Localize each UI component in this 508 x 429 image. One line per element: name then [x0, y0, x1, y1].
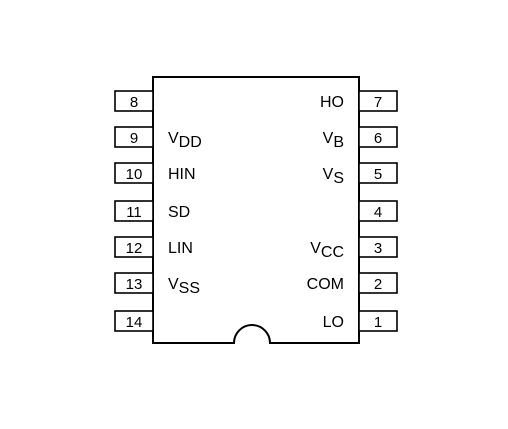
pin-label-vdd: VDD	[168, 130, 202, 151]
pin-box	[358, 236, 398, 258]
left-pin-9: 9 VDD	[114, 126, 202, 151]
pin-label-vb: VB	[323, 130, 344, 151]
pin-number: 10	[126, 166, 143, 183]
pin-label-sd: SD	[168, 204, 190, 221]
pin-number: 8	[130, 94, 138, 111]
right-pin-7: 7 HO	[320, 90, 398, 112]
pin-box	[114, 272, 154, 294]
right-pin-2: 2 COM	[307, 272, 398, 294]
left-pin-10: 10 HIN	[114, 162, 196, 184]
pin-label-hin: HIN	[168, 166, 196, 183]
pin-number: 13	[126, 276, 143, 293]
pin-label-vs: VS	[323, 166, 344, 187]
pin-number: 7	[374, 94, 382, 111]
pin-number: 9	[130, 130, 138, 147]
pin-label-vcc: VCC	[310, 240, 344, 261]
pin-box	[114, 200, 154, 222]
pin-number: 6	[374, 130, 382, 147]
pin-label-vss: VSS	[168, 276, 200, 297]
ic-package-body	[152, 76, 360, 344]
pin-label-lin: LIN	[168, 240, 193, 257]
right-pin-5: 5 VS	[323, 162, 398, 187]
pin-box	[358, 200, 398, 222]
left-pin-8: 8	[114, 90, 154, 112]
left-pin-12: 12 LIN	[114, 236, 193, 258]
pin-number: 12	[126, 240, 143, 257]
pin-box	[114, 236, 154, 258]
pin-label-ho: HO	[320, 94, 344, 111]
pin-box	[358, 272, 398, 294]
pin-number: 5	[374, 166, 382, 183]
pin-box	[114, 90, 154, 112]
pin-box	[358, 162, 398, 184]
left-pin-13: 13 VSS	[114, 272, 200, 297]
right-pin-6: 6 VB	[323, 126, 398, 151]
pin-label-com: COM	[307, 276, 344, 293]
pin-number: 1	[374, 314, 382, 331]
pin-box	[358, 310, 398, 332]
right-pin-4: 4	[358, 200, 398, 222]
left-pin-11: 11 SD	[114, 200, 190, 222]
pin-box	[358, 126, 398, 148]
right-pin-1: 1 LO	[323, 310, 398, 332]
pin-number: 2	[374, 276, 382, 293]
pin-label-lo: LO	[323, 314, 344, 331]
right-pin-3: 3 VCC	[310, 236, 398, 261]
pin-number: 14	[126, 314, 143, 331]
pin-number: 11	[126, 204, 142, 221]
pin-number: 4	[374, 204, 382, 221]
left-pin-14: 14	[114, 310, 154, 332]
pin-number: 3	[374, 240, 382, 257]
pin-box	[114, 126, 154, 148]
pin-box	[358, 90, 398, 112]
pin-box	[114, 162, 154, 184]
pin-box	[114, 310, 154, 332]
